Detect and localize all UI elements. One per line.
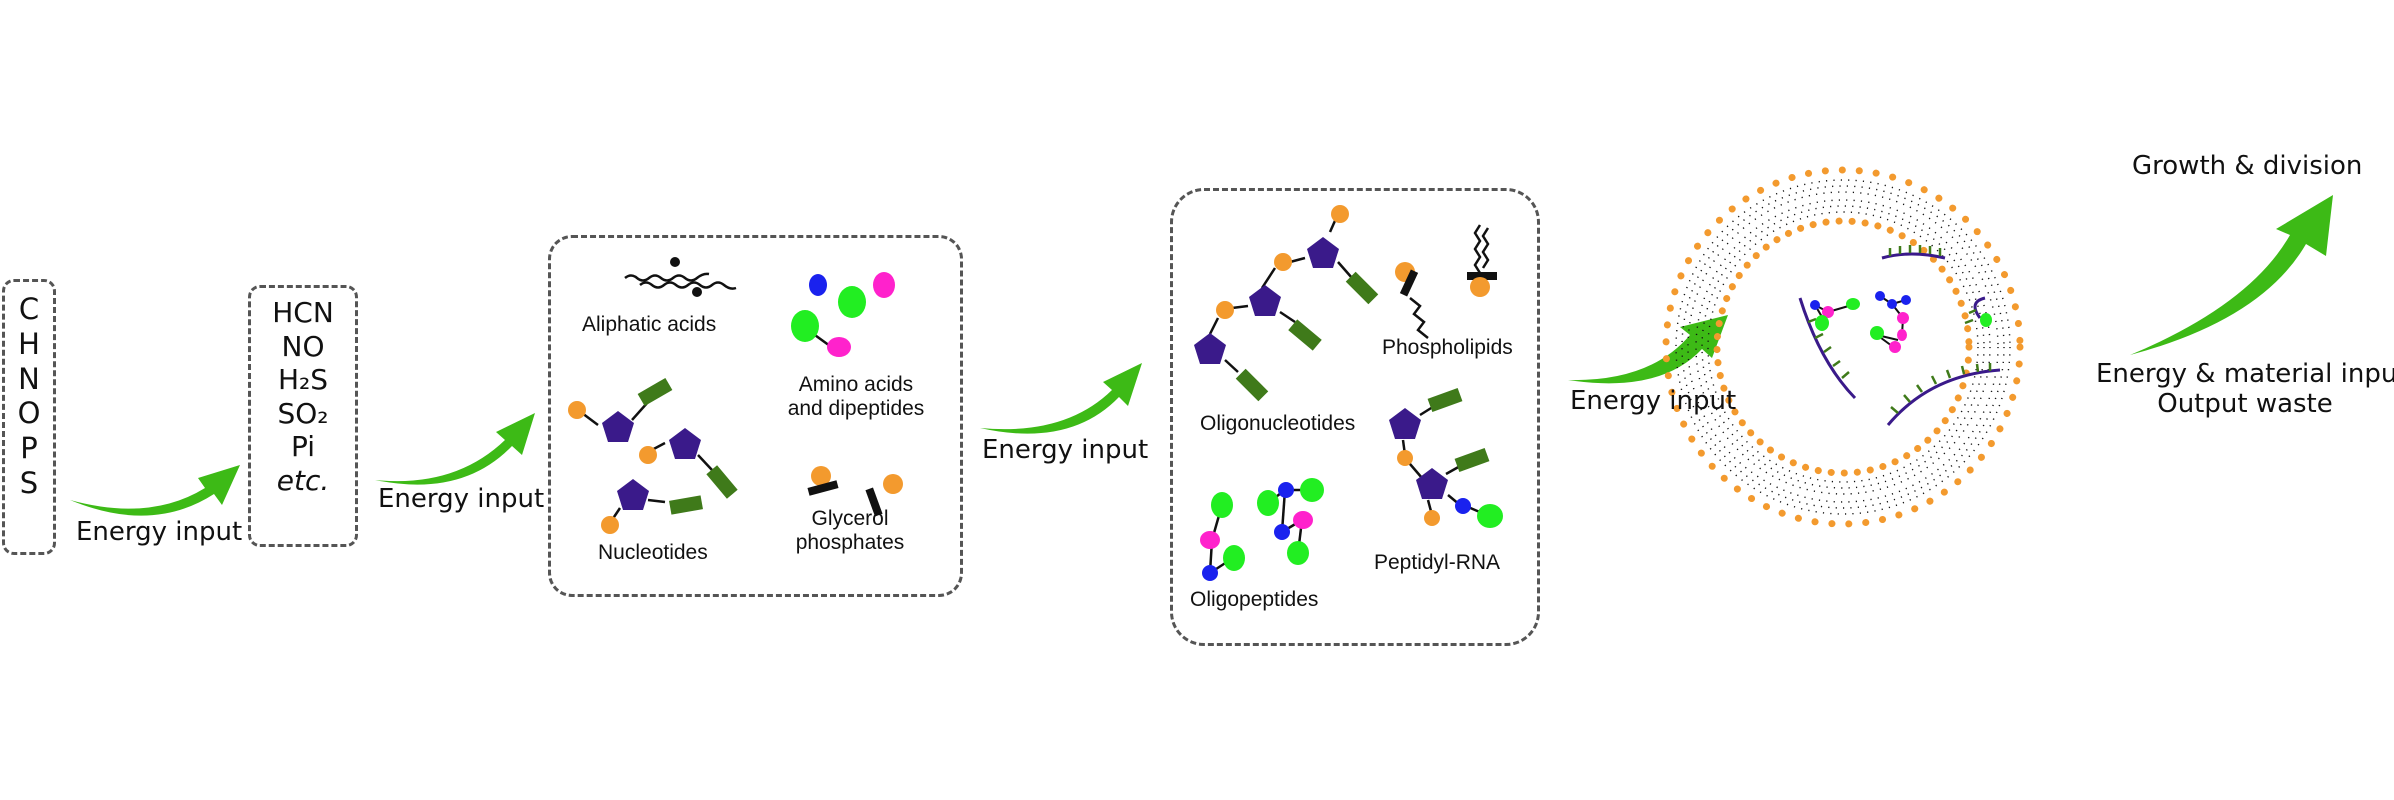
amino-acids-label-line2: and dipeptides [787,397,925,421]
energy-arrow-3 [980,363,1142,434]
energy-arrow-2 [375,413,535,485]
energy-input-label-3: Energy input [982,435,1149,465]
energy-input-label-1: Energy input [76,517,243,547]
growth-division-label: Growth & division [2132,151,2363,181]
nucleotides-icon [568,377,738,534]
molecule-pi: Pi [290,430,316,464]
protocell-contents [1798,245,2001,426]
energy-arrow-5 [2130,195,2333,355]
oligonucleotides-label: Oligonucleotides [1200,412,1356,435]
amino-acids-label-line1: Amino acids [798,373,914,396]
phospholipids-icon [1395,224,1497,339]
molecule-etc: etc. [276,463,330,497]
peptidyl-rna-label: Peptidyl-RNA [1374,551,1501,574]
glycerol-phosphates-label: Glycerol phosphates [780,507,920,555]
amino-acids-icon [791,272,895,357]
molecule-no: NO [281,329,325,363]
molecule-so2: SO₂ [277,396,329,430]
output-waste-label: Output waste [2157,388,2333,419]
aliphatic-acids-label: Aliphatic acids [582,313,717,336]
monomers-box [548,235,963,597]
elements-list: C H N O P S [2,292,56,501]
energy-input-label-4: Energy input [1570,386,1737,416]
energy-input-label-2: Energy input [378,484,545,514]
glycerol-phosphates-icon [807,466,903,517]
molecule-h2s: H₂S [277,363,329,397]
element-n: N [18,361,40,396]
element-s: S [19,465,39,500]
oligopeptides-icon [1200,478,1324,581]
cell-exchange-label: Energy & material input Output waste [2096,359,2394,420]
element-c: C [18,292,40,326]
phospholipids-label: Phospholipids [1382,336,1513,359]
energy-material-input-label: Energy & material input [2096,359,2394,389]
aliphatic-acids-icon [624,257,737,297]
small-molecules-box [248,285,358,547]
energy-arrow-4 [1568,315,1728,384]
element-h: H [18,326,40,361]
element-p: P [20,431,38,466]
elements-box [2,279,56,555]
molecule-hcn: HCN [272,296,334,329]
glycerol-phosphates-label-line2: phosphates [795,531,905,555]
nucleotides-label: Nucleotides [598,541,708,564]
protocell-membrane [1662,166,2024,528]
polymers-box [1170,188,1540,646]
element-o: O [17,396,41,431]
oligopeptides-label: Oligopeptides [1190,588,1319,611]
oligonucleotides-icon [1194,205,1379,402]
glycerol-phosphates-label-line1: Glycerol [811,507,889,530]
amino-acids-label: Amino acids and dipeptides [774,373,938,421]
energy-arrow-1 [70,465,240,516]
small-molecules-list: HCN NO H₂S SO₂ Pi etc. [248,296,358,498]
peptidyl-rna-icon [1389,387,1503,528]
